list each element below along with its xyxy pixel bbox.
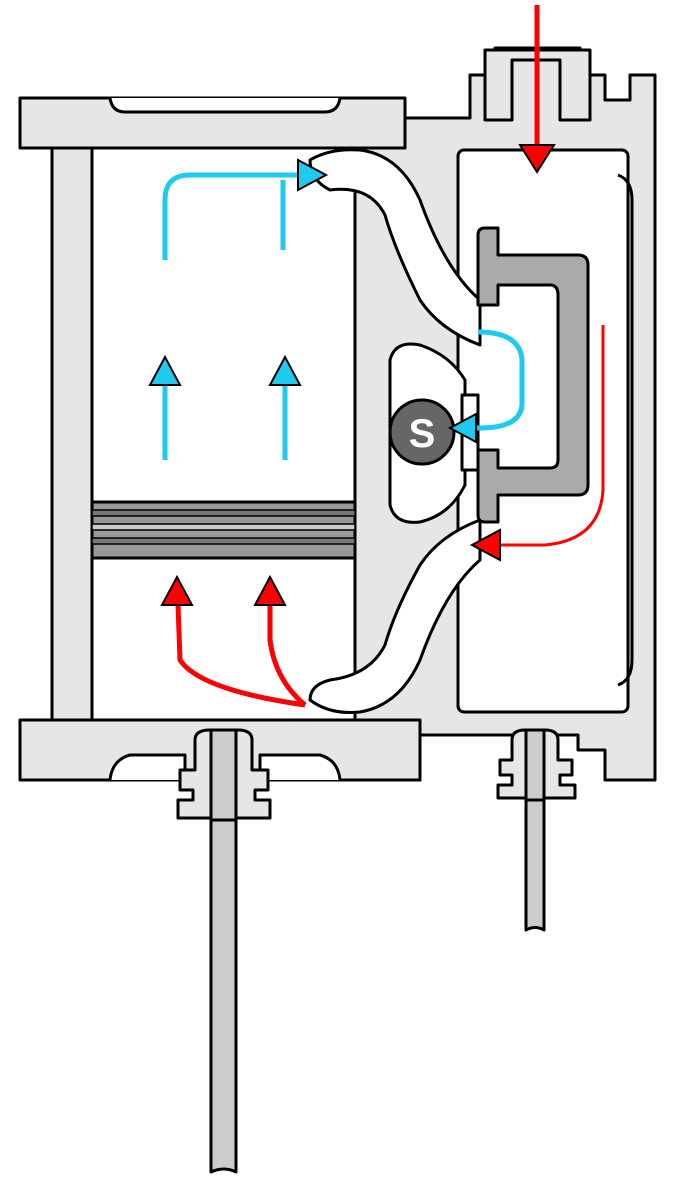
arrow-up-icon: [160, 574, 194, 606]
steam-valve-s: S: [388, 398, 456, 466]
valve-label: S: [409, 412, 436, 456]
bottom-cover-recess: [108, 753, 342, 781]
steam-flow-line: [500, 325, 605, 547]
arrow-up-icon: [253, 574, 287, 606]
steam-flow-line: [175, 604, 306, 708]
arrow-up-icon: [268, 354, 302, 386]
top-cover-slot: [108, 97, 342, 114]
chest-side-recess: [617, 173, 634, 687]
inlet-pipe: [483, 48, 592, 122]
steam-flow: [175, 5, 605, 708]
valve-rod-gland-segment: [524, 728, 546, 802]
cylinder-bore: [90, 146, 357, 722]
arrow-right-icon: [297, 158, 329, 192]
top-steam-port: [308, 148, 482, 347]
exhaust-flow-line: [162, 172, 300, 260]
bottom-steam-port: [308, 518, 482, 714]
piston-rod-gland-segment: [209, 728, 238, 822]
exhaust-flow: [162, 172, 525, 460]
slide-valve: [476, 226, 590, 524]
arrow-left-icon: [447, 412, 477, 444]
arrow-up-icon: [148, 354, 182, 386]
arrow-down-icon: [518, 144, 556, 174]
exhaust-flow-line: [465, 329, 525, 431]
piston: [90, 500, 357, 560]
arrow-left-icon: [469, 528, 501, 562]
steam-flow-line: [267, 605, 307, 707]
